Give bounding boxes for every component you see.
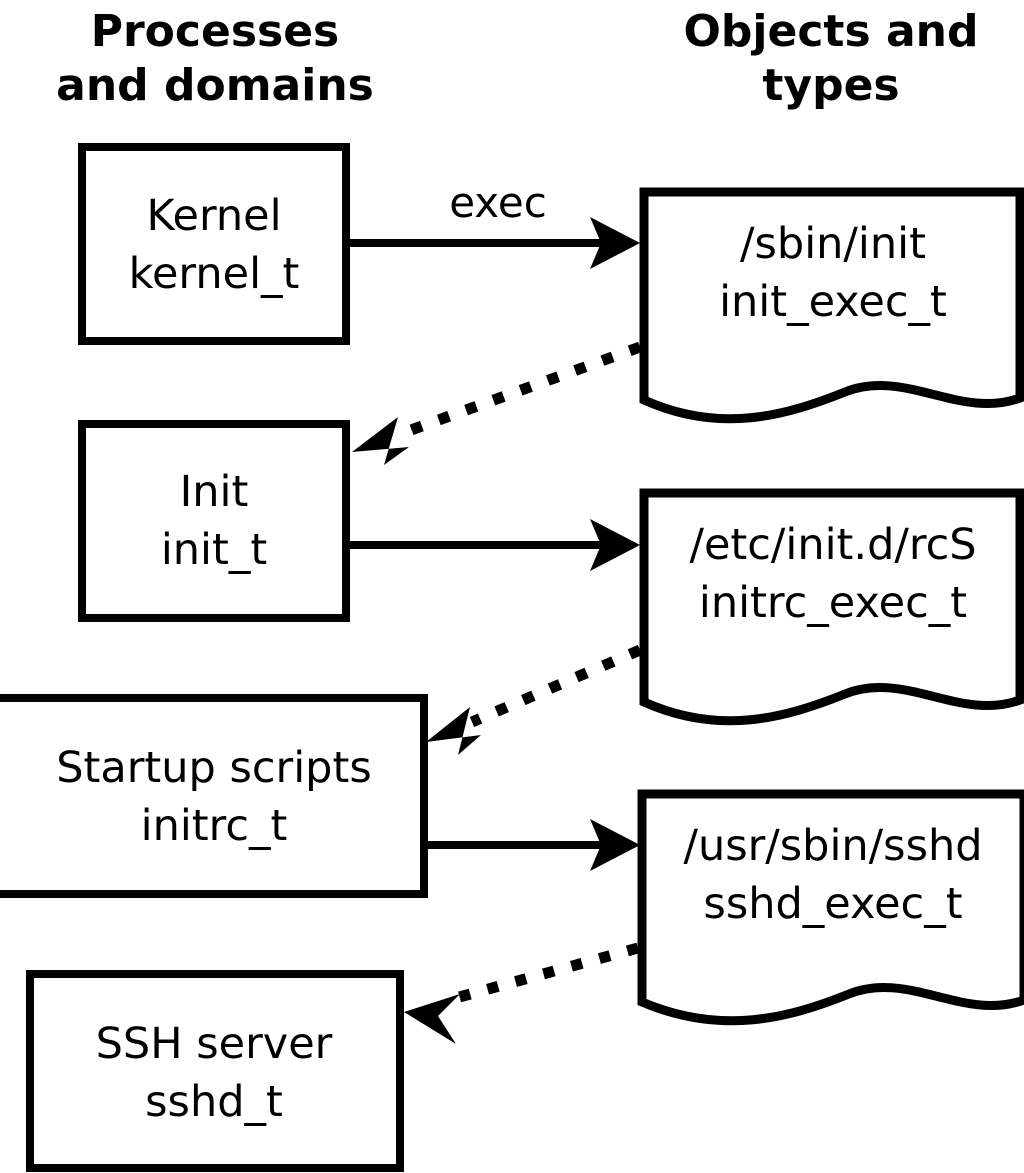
edge-line-sbin-init-transition	[398, 341, 642, 440]
edge-line-rcs-transition	[469, 644, 643, 728]
node-kernel-label-line1: Kernel	[146, 191, 281, 241]
arrow-head-init-exec-rcs	[590, 519, 640, 571]
edge-initrc-exec-sshd	[426, 819, 640, 871]
column-heading-objects-line1: Objects and	[684, 6, 979, 57]
node-usr-sbin-sshd-label-line1: /usr/sbin/sshd	[683, 821, 982, 871]
edge-sbin-init-transition-init	[352, 341, 642, 465]
node-usr-sbin-sshd[interactable]: /usr/sbin/sshd sshd_exec_t	[637, 789, 1024, 1026]
node-startup-scripts-label-line1: Startup scripts	[56, 743, 372, 793]
edge-label-exec: exec	[449, 178, 547, 227]
node-etc-initd-rcs-label-line2: initrc_exec_t	[699, 578, 967, 628]
node-ssh-server[interactable]: SSH server sshd_t	[26, 970, 404, 1172]
node-ssh-server-label-line2: sshd_t	[145, 1077, 283, 1127]
arrow-head-sshd-transition	[404, 994, 460, 1044]
column-heading-processes-line1: Processes	[91, 6, 340, 57]
column-heading-objects-line2: types	[762, 60, 899, 111]
node-startup-scripts[interactable]: Startup scripts initrc_t	[0, 694, 428, 898]
node-sbin-init-label-line1: /sbin/init	[740, 219, 926, 269]
node-etc-initd-rcs-label-line1: /etc/init.d/rcS	[689, 520, 976, 570]
node-sbin-init[interactable]: /sbin/init init_exec_t	[639, 187, 1024, 424]
edge-rcs-transition-initrc	[426, 644, 643, 755]
node-kernel-box[interactable]	[78, 143, 350, 345]
edge-sshd-transition-sshd-t	[404, 942, 640, 1044]
edge-init-exec-rcs	[350, 519, 640, 571]
node-ssh-server-box[interactable]	[26, 970, 404, 1172]
node-etc-initd-rcs[interactable]: /etc/init.d/rcS initrc_exec_t	[639, 488, 1024, 726]
node-init-box[interactable]	[78, 420, 350, 622]
node-sbin-init-label-line2: init_exec_t	[719, 277, 947, 327]
arrow-head-initrc-exec-sshd	[590, 819, 640, 871]
node-startup-scripts-label-line2: initrc_t	[141, 801, 288, 851]
arrow-head-kernel-exec	[590, 217, 640, 269]
node-usr-sbin-sshd-label-line2: sshd_exec_t	[703, 879, 962, 929]
node-ssh-server-label-line1: SSH server	[96, 1019, 333, 1069]
node-startup-scripts-box[interactable]	[0, 694, 428, 898]
node-init-label-line1: Init	[180, 467, 249, 517]
node-usr-sbin-sshd-document-shape[interactable]	[637, 789, 1024, 1026]
node-etc-initd-rcs-document-shape[interactable]	[639, 488, 1024, 726]
edge-line-sshd-transition	[450, 942, 640, 1005]
node-sbin-init-document-shape[interactable]	[639, 187, 1024, 424]
edge-kernel-exec-sbin-init: exec	[350, 178, 640, 269]
arrow-head-sbin-init-transition	[352, 417, 409, 465]
column-heading-objects: Objects and types	[684, 6, 979, 111]
node-kernel-label-line2: kernel_t	[129, 249, 300, 299]
node-init-label-line2: init_t	[161, 525, 267, 575]
node-init[interactable]: Init init_t	[78, 420, 350, 622]
column-heading-processes-line2: and domains	[56, 60, 374, 111]
arrow-head-rcs-transition	[426, 707, 481, 755]
column-heading-processes: Processes and domains	[56, 6, 374, 111]
node-kernel[interactable]: Kernel kernel_t	[78, 143, 350, 345]
